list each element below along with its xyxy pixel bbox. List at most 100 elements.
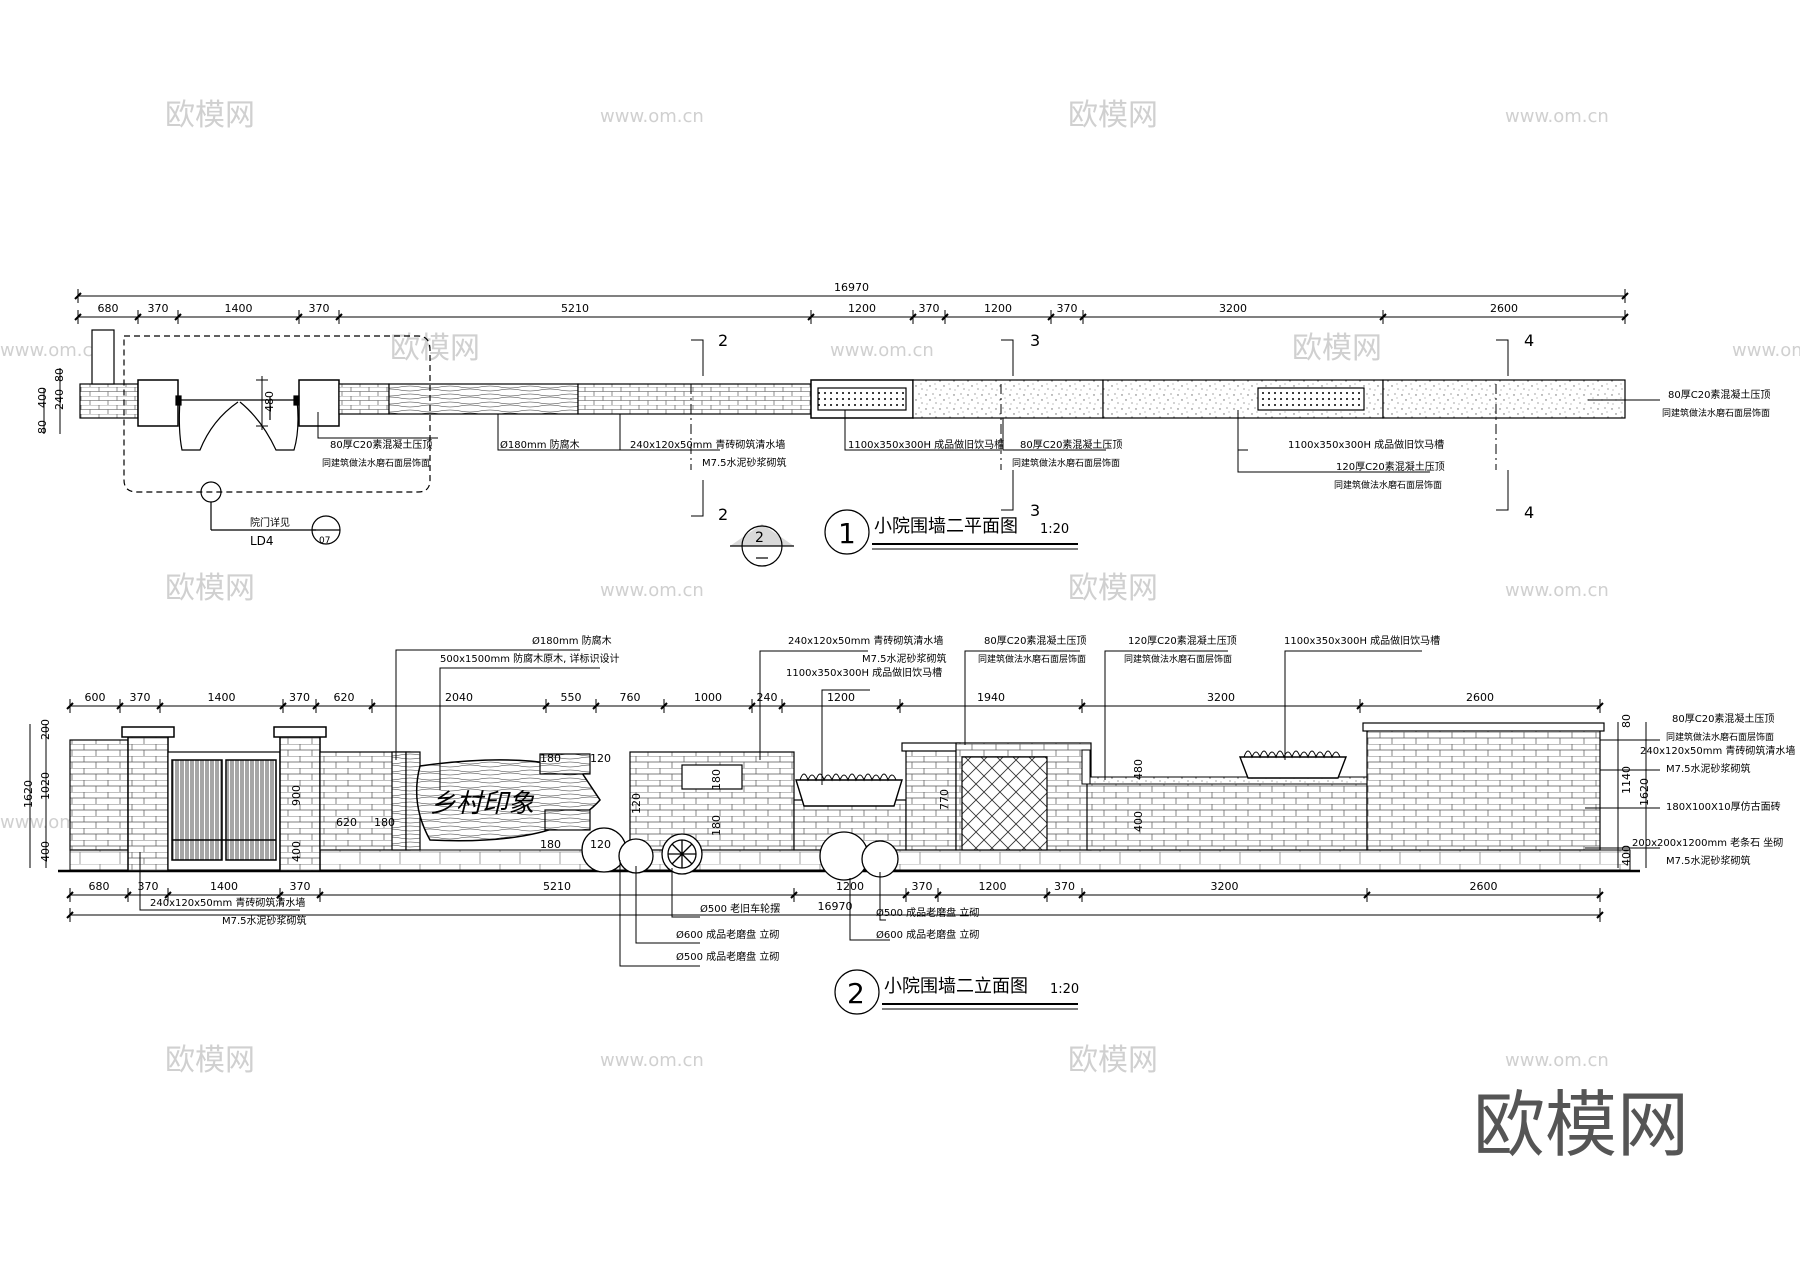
inner-dim: 400 [290,841,303,862]
elevation-wall-step [1081,749,1091,785]
plan-wall-brick-b [577,383,812,415]
elev-top-dim-label: 2600 [1466,691,1494,704]
watermark: www.om.cn [1505,1050,1609,1071]
inner-dim: 180 [710,815,723,836]
elev-callout-mortar: M7.5水泥砂浆砌筑 [862,652,947,665]
plan-pier-right [298,379,340,427]
plan-left-dim: 240 [53,389,66,410]
elevation-scale: 1:20 [1050,982,1079,997]
inner-dim: 480 [1132,759,1145,780]
watermark-logo: 欧模网 [1473,1083,1689,1167]
plan-title-block: 1 小院围墙二平面图 3 1:20 [824,509,1078,555]
elevation-view-number: 2 [847,977,865,1010]
plan-gate-ref-sheet: 07 [319,536,330,546]
plan-callout-planter-1: 1100x350x300H 成品做旧饮马槽 [848,438,1004,451]
elevation-sign-text: 乡村印象 [430,789,535,819]
elev-callout-bottom-brick: 240x120x50mm 青砖砌筑清水墙 [150,896,305,909]
inner-dim: 900 [290,785,303,806]
plan-left-dim: 80 [53,368,66,382]
plan-callout-cap-120-finish: 同建筑做法水磨石面层饰面 [1334,479,1442,491]
plan-section-3-top: 3 [1030,331,1040,350]
elevation-leaders [139,649,1660,967]
elev-top-dim-label: 760 [620,691,641,704]
watermark: www.om.cn [600,1050,704,1071]
elev-top-dim-label: 370 [130,691,151,704]
elev-callout-base-mortar: M7.5水泥砂浆砌筑 [1666,854,1751,867]
north-marker-number: 2 [755,530,764,546]
plan-callout-mortar: M7.5水泥砂浆砌筑 [702,456,787,469]
plan-left-dim: 400 [36,387,49,408]
plan-left-dims: 80 240 80 400 [36,368,66,434]
elevation-side-dims: 200 1020 400 1620 80 1140 1620 400 [22,714,1651,868]
plan-wall-left-post [91,329,115,385]
plan-section-3-bottom: 3 [1030,501,1040,520]
elev-top-dim-label: 1000 [694,691,722,704]
north-marker-icon: 2 [730,524,794,567]
elevation-wall-niche [681,764,743,790]
elev-callout-mill-500: Ø500 成品老磨盘 立砌 [676,950,779,963]
plan-wall-cap-c [1382,379,1626,419]
plan-section-2-top: 2 [718,331,728,350]
elevation-lattice-panel [961,756,1048,851]
elevation-planter-1 [795,779,903,807]
watermark: 欧模网 [1068,571,1158,606]
elevation-gate-leaf-left [171,759,223,861]
elev-left-total: 1620 [22,780,35,808]
elevation-pier-mid-cap [901,742,961,752]
elevation-wood-beam-bottom [544,809,591,831]
elev-bottom-dim-label: 370 [138,880,159,893]
plan-callout-cap-2: 80厚C20素混凝土压顶 [1020,438,1122,451]
watermark: 欧模网 [165,98,255,133]
elev-bottom-dim-label: 5210 [543,880,571,893]
plan-dim-label: 5210 [561,302,589,315]
elev-callout-planter-1: 1100x350x300H 成品做旧饮马槽 [786,666,942,679]
elevation-wall-high-right [1366,729,1601,851]
elev-callout-mill-600b: Ø600 成品老磨盘 立砌 [876,928,979,941]
elev-callout-right-mortar: M7.5水泥砂浆砌筑 [1666,762,1751,775]
elevation-planter-plants-1 [799,773,897,782]
elev-callout-mill-500b: Ø500 成品老磨盘 立砌 [876,906,979,919]
plan-dim-label: 1200 [984,302,1012,315]
elev-bottom-dim-label: 370 [290,880,311,893]
elev-left-dim: 400 [39,841,52,862]
elev-total-dim: 16970 [818,900,853,913]
plan-dim-label: 1200 [848,302,876,315]
elev-callout-right-finish: 同建筑做法水磨石面层饰面 [1666,731,1774,743]
plan-callout-wood: Ø180mm 防腐木 [500,438,580,451]
plan-callout-right-1: 80厚C20素混凝土压顶 [1668,388,1770,401]
plan-dim-label: 3200 [1219,302,1247,315]
plan-dim-label: 680 [98,302,119,315]
plan-view-number: 1 [838,517,856,550]
elevation-pier-mid [905,749,957,851]
plan-wall-left-stub [79,383,139,419]
plan-callout-cap-finish: 同建筑做法水磨石面层饰面 [322,457,430,469]
elev-top-dim-label: 240 [757,691,778,704]
elev-callout-cap-finish: 同建筑做法水磨石面层饰面 [978,653,1086,665]
plan-gate-width: 480 [263,391,276,412]
plan-dim-label: 370 [309,302,330,315]
elevation-pier-right-cap [273,726,327,738]
elevation-wall-low-b [1086,782,1368,851]
watermark: 欧模网 [390,331,480,366]
plan-section-2-bottom: 2 [718,505,728,524]
elev-callout-cap-80: 80厚C20素混凝土压顶 [984,634,1086,647]
plan-leaders [317,399,1660,473]
inner-dim: 120 [590,838,611,851]
plan-wall-cap-a [912,379,1104,419]
elev-callout-right-brick: 240x120x50mm 青砖砌筑清水墙 [1640,744,1795,757]
elev-callout-tile: 180X100X10厚仿古面砖 [1666,800,1781,813]
inner-dim: 180 [540,838,561,851]
elevation-wood-post-1 [391,751,407,851]
elevation-inner-dims: 180 120 180 120 900 400 620 180 120 180 … [290,752,1145,862]
inner-dim: 400 [1132,811,1145,832]
watermark: www.om.cn [1505,580,1609,601]
watermark: 欧模网 [165,571,255,606]
elev-left-dim: 200 [39,719,52,740]
watermark: 欧模网 [165,1043,255,1078]
elev-right-dim: 400 [1620,845,1633,866]
plan-section-markers [690,339,1509,517]
elev-bottom-dim-label: 1400 [210,880,238,893]
elev-callout-sign-wood: 500x1500mm 防腐木原木, 详标识设计 [440,652,619,665]
